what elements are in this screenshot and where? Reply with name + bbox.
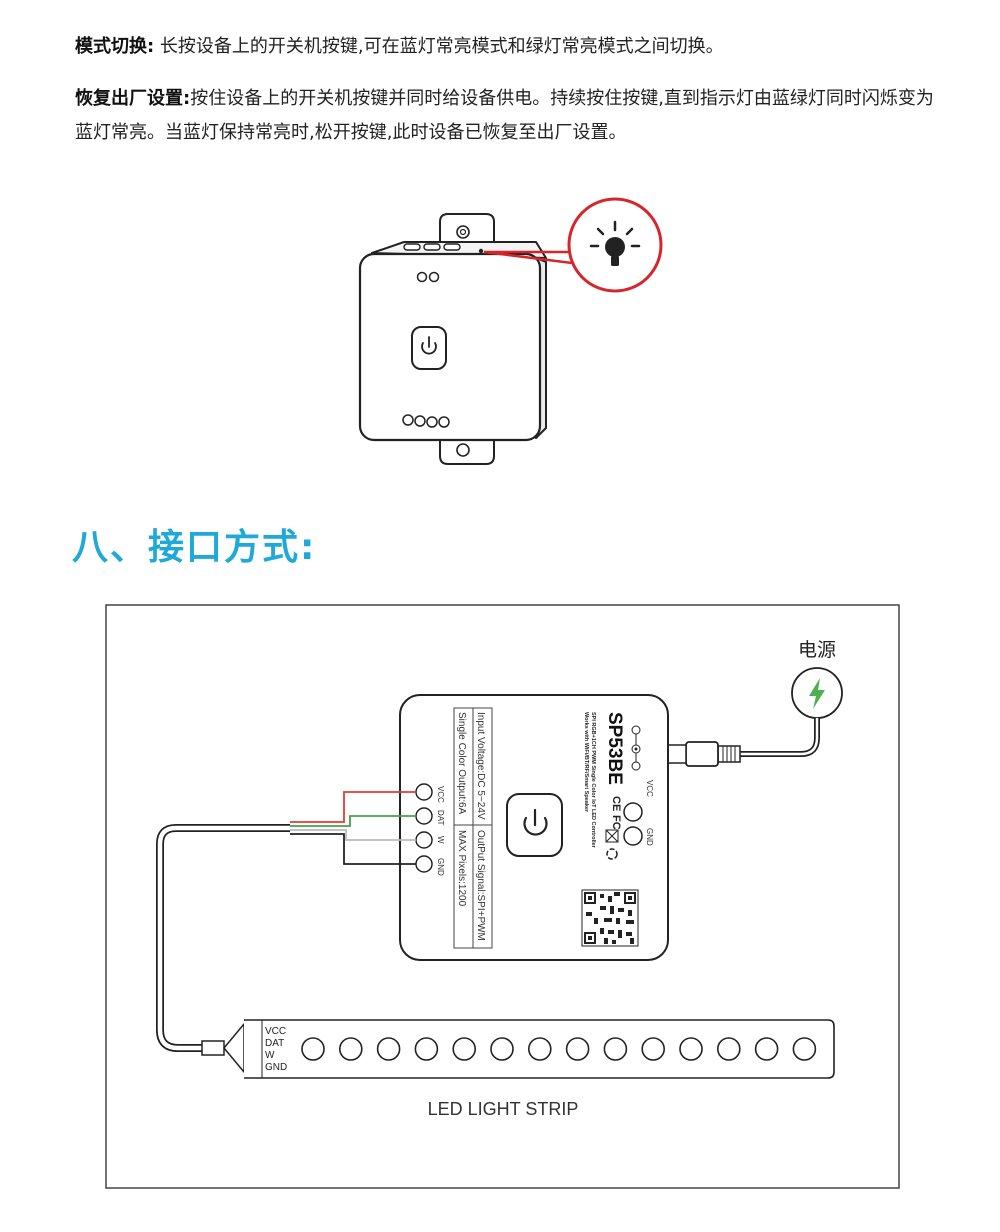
mode-switch-paragraph: 模式切换: 长按设备上的开关机按键,可在蓝灯常亮模式和绿灯常亮模式之间切换。: [75, 30, 935, 64]
power-bolt-icon: [809, 678, 825, 709]
qr-code: [581, 889, 639, 947]
dc-jack: [667, 741, 741, 767]
dc-polarity-icon: [631, 725, 641, 771]
spec-max-pixels: MAX Pixels:1200: [456, 830, 467, 907]
led-13: [754, 1037, 779, 1061]
indicator-light-icon: [589, 220, 641, 266]
strip-pin-vcc: VCC: [265, 1026, 286, 1037]
fcc-mark-icon: FC: [610, 815, 622, 830]
wire-red: [290, 791, 416, 823]
strip-pin-w: W: [265, 1050, 275, 1061]
ce-mark-icon: CE: [610, 796, 622, 811]
led-11: [679, 1037, 703, 1061]
terminal-vcc: [415, 783, 433, 801]
controller-subtitle-1: SPI RGB+1CH PWM Single Color IoT LED Con…: [590, 712, 596, 849]
wire-grey: [290, 829, 416, 841]
mode-switch-label: 模式切换:: [75, 36, 155, 57]
led-12: [716, 1037, 741, 1061]
terminal-gnd: [415, 855, 433, 873]
led-5: [452, 1037, 477, 1061]
power-pin-gnd: [623, 826, 643, 846]
led-8: [565, 1037, 590, 1061]
factory-reset-text: 按住设备上的开关机按键并同时给设备供电。持续按住按键,直到指示灯由蓝绿灯同时闪烁…: [75, 88, 934, 143]
spec-input-voltage: Input Voltage:DC 5~24V: [475, 712, 486, 820]
factory-reset-label: 恢复出厂设置:: [75, 88, 191, 109]
terminal-w: [415, 831, 433, 849]
led-7: [527, 1037, 552, 1061]
led-9: [603, 1037, 628, 1061]
device-illustration: [358, 197, 663, 465]
led-10: [641, 1037, 666, 1061]
led-strip-label: LED LIGHT STRIP: [428, 1099, 579, 1119]
strip-pin-dat: DAT: [265, 1038, 284, 1049]
terminal-label-vcc: VCC: [436, 786, 445, 803]
wiring-diagram: 电源 Input Voltage:DC 5~24V OutPut Signal:…: [105, 604, 900, 1189]
controller-model: SP53BE: [604, 712, 625, 785]
led-strip-leds: [301, 1037, 817, 1061]
device-power-button: [411, 326, 447, 370]
indicator-led: [478, 248, 484, 254]
controller-subtitle-2: Works with WiFi/BT/RF/Smart Speaker: [583, 712, 589, 813]
spec-single-color-output: Single Color Output:6A: [456, 712, 467, 815]
mode-switch-text: 长按设备上的开关机按键,可在蓝灯常亮模式和绿灯常亮模式之间切换。: [154, 36, 724, 57]
terminal-dat: [415, 807, 433, 825]
power-pin-label-vcc: VCC: [645, 780, 654, 797]
device-front-face: [358, 252, 542, 442]
recycle-mark-icon: [606, 848, 618, 860]
wire-black: [290, 833, 416, 865]
led-1: [301, 1037, 325, 1061]
led-6: [490, 1037, 514, 1061]
terminal-label-dat: DAT: [436, 810, 445, 826]
led-14: [792, 1037, 817, 1061]
led-4: [414, 1037, 439, 1061]
weee-mark-icon: [605, 829, 619, 843]
power-pin-vcc: [623, 802, 643, 822]
section-title: 八、接口方式:: [72, 527, 317, 568]
strip-connector: [201, 1040, 225, 1056]
power-label: 电源: [798, 639, 836, 661]
power-pin-label-gnd: GND: [645, 828, 654, 846]
factory-reset-paragraph: 恢复出厂设置:按住设备上的开关机按键并同时给设备供电。持续按住按键,直到指示灯由…: [75, 82, 935, 150]
device-top-tab: [439, 213, 495, 248]
device-bottom-tab: [439, 440, 495, 465]
led-2: [338, 1037, 363, 1061]
terminal-label-gnd: GND: [436, 858, 445, 876]
terminal-label-w: W: [436, 836, 445, 844]
strip-pin-gnd: GND: [265, 1062, 287, 1073]
spec-output-signal: OutPut Signal:SPI+PWM: [475, 830, 486, 941]
wire-green: [290, 815, 416, 827]
led-3: [376, 1037, 401, 1061]
